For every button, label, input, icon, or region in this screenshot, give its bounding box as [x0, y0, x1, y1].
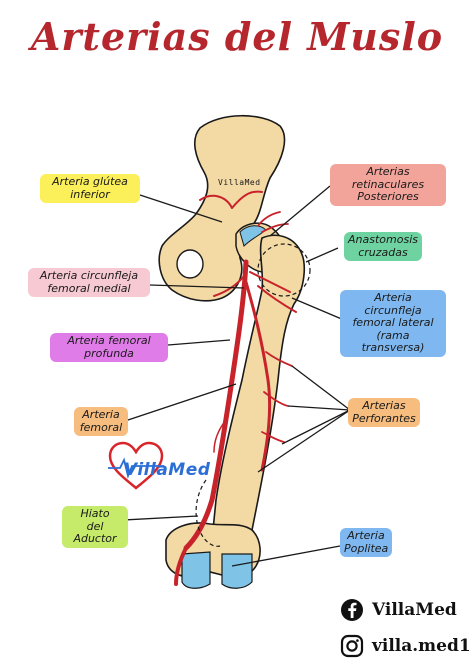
femoral-artery: [183, 259, 249, 551]
arteries: [174, 190, 297, 586]
leader-lines: [123, 185, 351, 567]
heart-logo-icon: [108, 441, 164, 490]
brand-logo-text: VillaMed: [124, 460, 211, 480]
medial-circumflex-artery: [213, 275, 245, 297]
retinacular-arteries: [257, 211, 289, 233]
watermark-stamp: VillaMed: [218, 178, 261, 187]
popliteal-artery: [174, 546, 188, 586]
adductor-hiatus-outline: [195, 479, 221, 547]
anastomosis-ring: [257, 243, 311, 297]
inferior-gluteal-artery: [199, 190, 263, 209]
condyle-cartilage-medial: [181, 551, 211, 589]
instagram-icon[interactable]: [340, 634, 364, 658]
instagram-handle: villa.med1: [372, 636, 471, 656]
deep-femoral-artery: [244, 280, 272, 472]
facebook-handle: VillaMed: [372, 600, 457, 620]
page-title: Arterias del Muslo: [30, 14, 444, 59]
facebook-icon[interactable]: [340, 598, 364, 622]
perforating-artery-3: [261, 431, 285, 443]
lateral-circumflex-artery: [249, 271, 297, 313]
perforating-artery-1: [265, 351, 293, 367]
femoral-branch: [213, 419, 227, 453]
obturator-foramen: [176, 249, 204, 279]
condyle-cartilage-lateral: [221, 553, 253, 589]
perforating-artery-2: [263, 391, 289, 407]
